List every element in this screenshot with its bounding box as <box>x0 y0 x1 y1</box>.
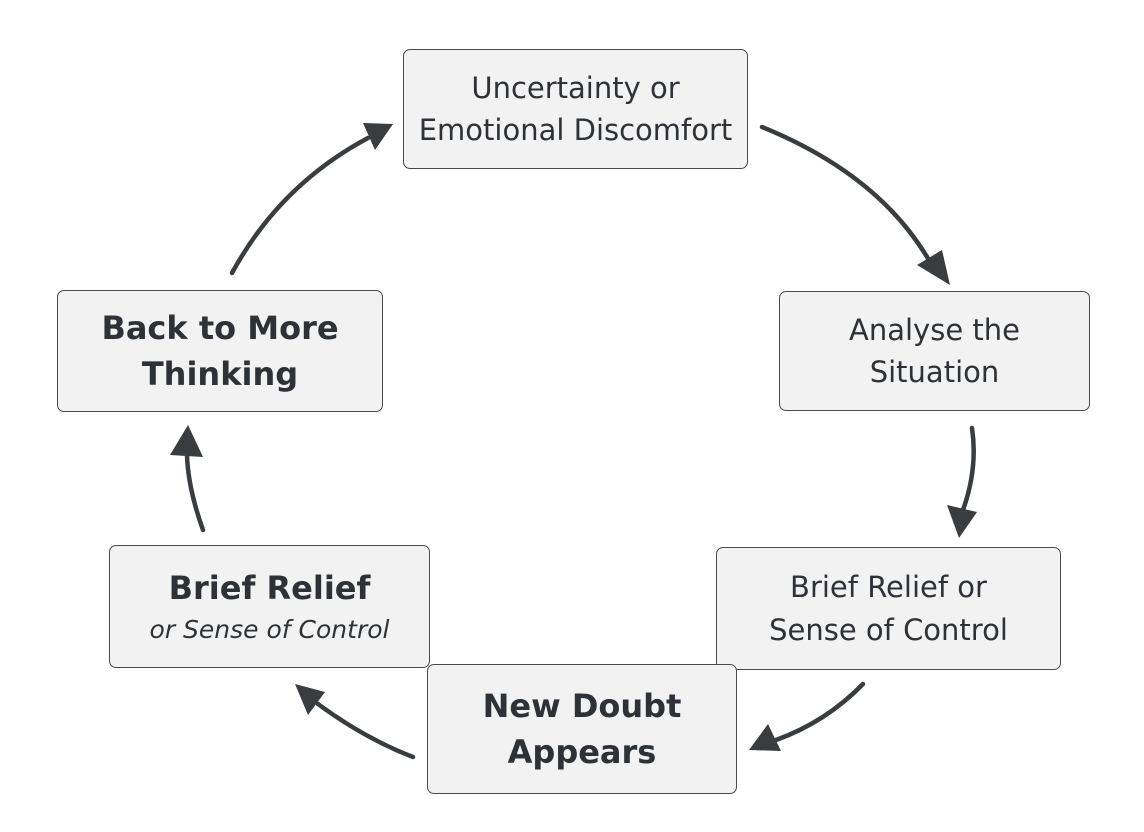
arrowhead-new-doubt-icon <box>749 724 781 751</box>
arrowhead-relief-right-icon <box>947 505 977 538</box>
node-label-line: Back to More <box>101 308 339 347</box>
node-label-line: Situation <box>869 355 1000 389</box>
node-label-line: Analyse the <box>849 312 1020 347</box>
node-label-line: New Doubt <box>482 686 682 725</box>
arrow-new-doubt-to-relief-left <box>315 701 416 760</box>
node-back-to-more-thinking: Back to More Thinking <box>57 290 383 412</box>
node-brief-relief-or-sense-of-control-right: Brief Relief or Sense of Control <box>716 547 1061 670</box>
node-analyse-the-situation: Analyse the Situation <box>779 291 1090 411</box>
node-new-doubt-appears: New Doubt Appears <box>427 664 737 794</box>
node-label-line: Uncertainty or <box>471 70 680 105</box>
node-label-line: Appears <box>507 733 657 771</box>
node-label-line: Thinking <box>141 355 299 393</box>
node-label-line: or Sense of Control <box>149 614 390 644</box>
arrowhead-analyse-icon <box>917 250 950 285</box>
node-uncertainty-or-emotional-discomfort: Uncertainty or Emotional Discomfort <box>403 49 748 169</box>
node-label-line: Sense of Control <box>769 612 1008 647</box>
arrow-uncertainty-to-analyse <box>759 124 933 265</box>
node-label-line: Emotional Discomfort <box>418 113 733 147</box>
node-label-line: Brief Relief or <box>790 570 987 605</box>
node-label-line: Brief Relief <box>168 569 371 608</box>
arrow-analyse-to-relief-right <box>960 425 976 513</box>
arrow-back-to-uncertainty <box>229 135 371 276</box>
arrow-relief-left-to-back <box>184 452 206 533</box>
arrowhead-relief-left-icon <box>295 684 325 715</box>
arrowhead-back-icon <box>170 425 203 457</box>
arrow-relief-right-to-new-doubt <box>773 681 866 743</box>
arrowhead-uncertainty-icon <box>363 123 393 150</box>
node-brief-relief-or-sense-of-control-left: Brief Relief or Sense of Control <box>109 545 430 668</box>
